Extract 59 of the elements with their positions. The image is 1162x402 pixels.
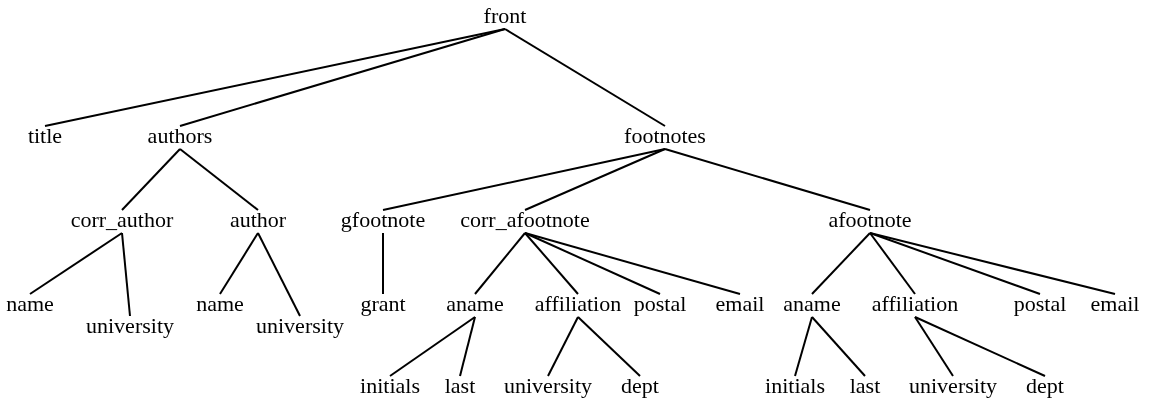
tree-branch-line	[524, 148, 666, 211]
tree-node-label: email	[715, 292, 765, 316]
tree-branch-line	[914, 316, 1046, 377]
tree-node-label: postal	[1013, 292, 1067, 316]
tree-node-label: university	[256, 314, 344, 338]
tree-node-label: university	[504, 374, 592, 398]
tree-node-label: affiliation	[871, 292, 959, 316]
tree-node-label: university	[909, 374, 997, 398]
tree-branch-line	[869, 232, 1041, 295]
tree-branch-line	[121, 232, 131, 317]
tree-branch-line	[179, 148, 259, 211]
tree-node-label: footnotes	[624, 124, 706, 148]
tree-branch-line	[504, 28, 666, 127]
tree-branch-line	[524, 232, 741, 295]
tree-node-label: corr_author	[70, 208, 174, 232]
tree-branch-line	[664, 148, 871, 211]
tree-node-label: name	[6, 292, 54, 316]
tree-branch-line	[577, 316, 641, 377]
tree-branch-line	[794, 316, 813, 377]
tree-branch-line	[219, 232, 259, 295]
tree-branch-line	[869, 232, 916, 295]
tree-node-label: author	[229, 208, 287, 232]
tree-node-label: title	[27, 124, 63, 148]
tree-node-label: front	[483, 4, 527, 28]
tree-node-label: grant	[360, 292, 406, 316]
tree-node-label: afootnote	[828, 208, 912, 232]
tree-node-label: corr_afootnote	[460, 208, 590, 232]
tree-branch-line	[179, 28, 506, 127]
tree-branch-line	[811, 232, 871, 295]
tree-node-label: aname	[446, 292, 504, 316]
tree-branch-line	[524, 232, 661, 295]
tree-node-label: authors	[147, 124, 213, 148]
tree-node-label: last	[849, 374, 881, 398]
tree-node-label: university	[86, 314, 174, 338]
tree-branch-line	[869, 232, 1116, 295]
tree-node-label: name	[196, 292, 244, 316]
tree-node-label: aname	[783, 292, 841, 316]
tree-branch-line	[524, 232, 579, 295]
tree-node-label: email	[1090, 292, 1140, 316]
tree-branch-line	[914, 316, 954, 377]
tree-branch-line	[382, 148, 666, 211]
tree-node-label: initials	[765, 374, 825, 398]
tree-node-label: initials	[360, 374, 420, 398]
tree-node-label: affiliation	[534, 292, 622, 316]
tree-branch-line	[257, 232, 301, 317]
tree-node-label: gfootnote	[340, 208, 426, 232]
tree-node-label: postal	[633, 292, 687, 316]
tree-branch-line	[459, 316, 476, 377]
tree-node-label: dept	[621, 374, 659, 398]
tree-branch-line	[382, 232, 384, 295]
tree-node-label: last	[444, 374, 476, 398]
tree-branch-line	[29, 232, 123, 295]
tree-branch-line	[121, 148, 181, 211]
tree-branch-line	[811, 316, 866, 377]
tree-branch-line	[547, 316, 579, 377]
tree-branch-line	[44, 28, 506, 127]
tree-branch-line	[389, 316, 476, 377]
tree-branch-line	[474, 232, 526, 295]
tree-node-label: dept	[1026, 374, 1064, 398]
